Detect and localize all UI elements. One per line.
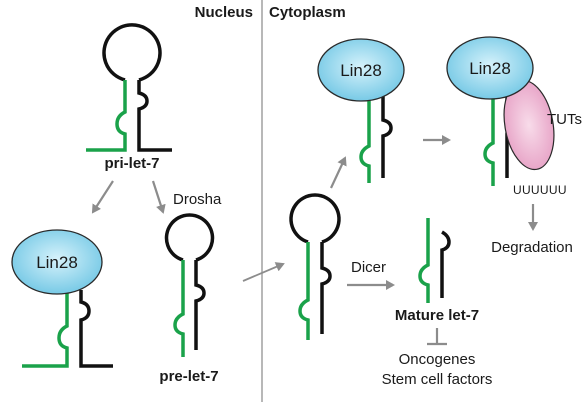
pri-let7-hairpin (86, 23, 172, 152)
pre-let7-label: pre-let-7 (159, 368, 218, 385)
lin28-pre-complex: Lin28 (317, 38, 405, 183)
oligo-u-tail: UUUUUU (513, 183, 567, 197)
cyto-loop (289, 193, 341, 244)
lin28-protein-a (11, 229, 103, 295)
arrow-pri-to-pre (151, 180, 166, 214)
pri-loop (102, 23, 162, 82)
oncogenes-label: Oncogenes (399, 351, 476, 368)
inhibition-marker (427, 328, 447, 346)
pri-let7-label: pri-let-7 (104, 155, 159, 172)
drosha-label: Drosha (173, 191, 222, 208)
mature-black-strand (440, 230, 451, 298)
lin28-label-c: Lin28 (469, 59, 511, 78)
cyto-black-strand (320, 242, 332, 334)
pre-let7-hairpin (164, 213, 215, 357)
arrow-pri-to-lin28 (91, 180, 114, 214)
stem-cell-factors-label: Stem cell factors (382, 371, 493, 388)
lin28pri-black-strand (79, 290, 113, 368)
pre-green-strand (173, 260, 185, 357)
arrow-to-cyto-lin28 (330, 156, 347, 189)
degradation-label: Degradation (491, 239, 573, 256)
cyto-pre-let7-hairpin (289, 193, 341, 340)
tuts-label: TUTs (547, 111, 582, 128)
lin28-tut-complex: Lin28 (446, 36, 555, 186)
tut-green-strand (483, 92, 495, 186)
arrow-export (242, 262, 285, 282)
mature-green-strand (418, 218, 430, 303)
lin28-label-b: Lin28 (340, 61, 382, 80)
pre-black-strand (194, 260, 206, 350)
cytoplasm-label: Cytoplasm (269, 4, 346, 21)
mature-let7-label: Mature let-7 (395, 307, 479, 324)
lin28-label-a: Lin28 (36, 253, 78, 272)
lin28-protein-c (446, 36, 534, 100)
dicer-label: Dicer (351, 259, 386, 276)
lin28-protein-b (317, 38, 405, 102)
lin28-pri-complex: Lin28 (11, 229, 113, 368)
pre-loop (164, 213, 215, 262)
cyto-lin28-black-strand (381, 92, 393, 178)
nucleus-label: Nucleus (195, 4, 253, 21)
lin28pri-green-strand (22, 290, 69, 368)
pri-black-strand (137, 80, 172, 152)
cyto-green-strand (298, 242, 310, 340)
pri-green-strand (86, 80, 127, 152)
mature-let7-duplex (418, 218, 451, 303)
cyto-lin28-green-strand (359, 92, 371, 183)
